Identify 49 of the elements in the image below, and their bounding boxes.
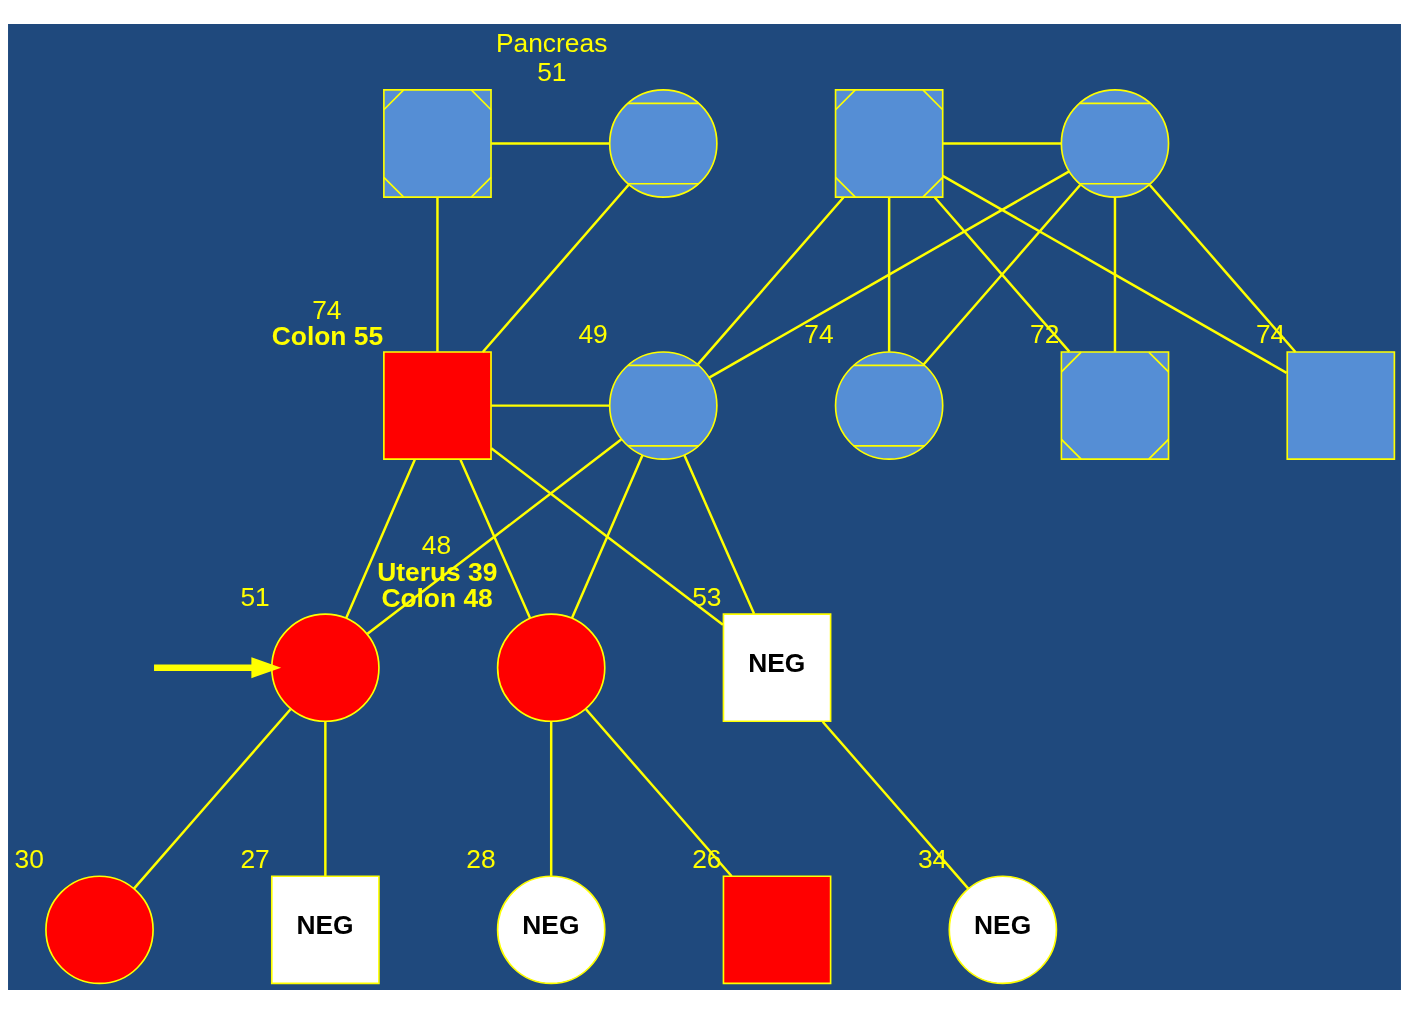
connector: [436, 197, 439, 352]
node-box: [722, 874, 832, 984]
connector: [585, 707, 733, 877]
node-label: 27: [240, 843, 270, 874]
node-label: 72: [1030, 318, 1060, 349]
connector: [696, 196, 845, 365]
node-label: Pancreas: [495, 27, 608, 58]
node-circle: [496, 612, 606, 722]
node-label: 28: [466, 843, 496, 874]
node-label: 51: [537, 56, 567, 87]
connector: [1113, 197, 1117, 352]
node-circle: NEG: [496, 874, 606, 984]
node-circle: [1060, 88, 1170, 198]
connector: [366, 438, 622, 635]
connector: [344, 458, 416, 619]
connector: [683, 454, 756, 614]
connector: [942, 174, 1288, 374]
node-circle: NEG: [948, 874, 1058, 984]
node-circle: [45, 874, 154, 984]
connector: [922, 183, 1082, 365]
connector: [708, 169, 1070, 379]
connector: [933, 196, 1071, 352]
connector: [942, 141, 1062, 145]
connector: [491, 141, 610, 145]
node-label: 49: [578, 318, 608, 349]
node-label: 74: [804, 318, 834, 349]
connector: [821, 720, 970, 889]
node-label: 51: [240, 581, 270, 612]
node-circle: [608, 88, 718, 198]
node-label: 48: [421, 529, 452, 560]
node-box: [383, 350, 492, 460]
connector: [459, 458, 532, 619]
connector: [887, 197, 891, 352]
node-box: NEG: [270, 874, 380, 984]
connector: [1148, 183, 1297, 353]
connector: [570, 454, 644, 619]
node-box: NEG: [722, 612, 832, 722]
node-circle: [834, 350, 944, 460]
node-box: [1286, 350, 1396, 460]
connector: [491, 403, 610, 407]
node-label: 30: [14, 843, 44, 874]
connector: [324, 721, 327, 876]
connector: [133, 707, 292, 889]
connector: [549, 721, 553, 876]
node-circle: [270, 612, 380, 722]
connector: [490, 446, 724, 626]
connector: [481, 183, 630, 353]
node-circle: [608, 350, 718, 460]
node-label: 53: [692, 581, 722, 612]
